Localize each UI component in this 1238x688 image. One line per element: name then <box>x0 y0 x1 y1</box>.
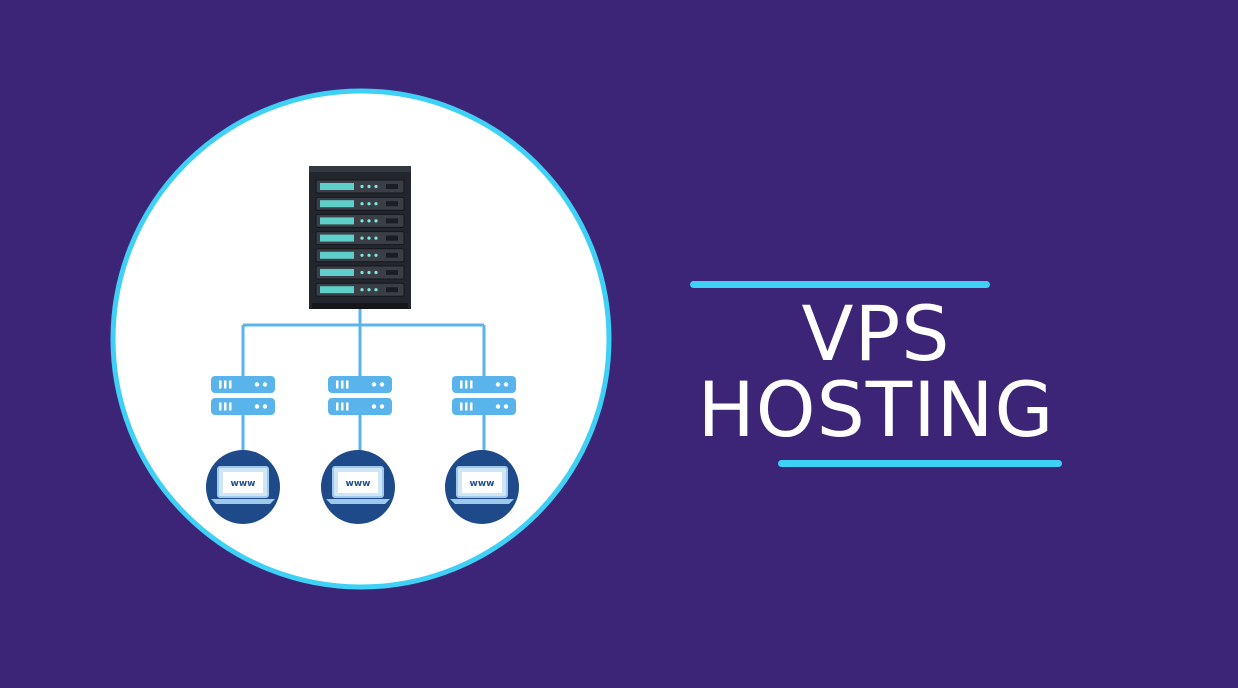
title-block: VPS HOSTING <box>690 0 1062 688</box>
rack-unit <box>315 196 405 211</box>
rack-unit <box>315 265 405 280</box>
www-label: www <box>346 479 371 489</box>
virtual-server-node-icon <box>452 376 516 415</box>
rack-unit <box>315 213 405 228</box>
title-vps: VPS <box>801 289 951 378</box>
rack-unit <box>315 282 405 297</box>
www-label: www <box>231 479 256 489</box>
accent-bar-top <box>690 281 990 288</box>
www-laptop-icon: www <box>321 450 395 524</box>
network-connections <box>241 309 486 455</box>
rack-unit <box>315 231 405 246</box>
title-hosting: HOSTING <box>697 365 1055 454</box>
virtual-server-node-icon <box>211 376 275 415</box>
virtual-server-node-icon <box>328 376 392 415</box>
www-label: www <box>470 479 495 489</box>
dedicated-server-rack-icon <box>309 166 411 309</box>
accent-bar-bottom <box>778 460 1062 467</box>
rack-unit <box>315 248 405 263</box>
rack-unit <box>315 179 405 194</box>
www-laptop-icon: www <box>206 450 280 524</box>
www-laptop-icon: www <box>445 450 519 524</box>
